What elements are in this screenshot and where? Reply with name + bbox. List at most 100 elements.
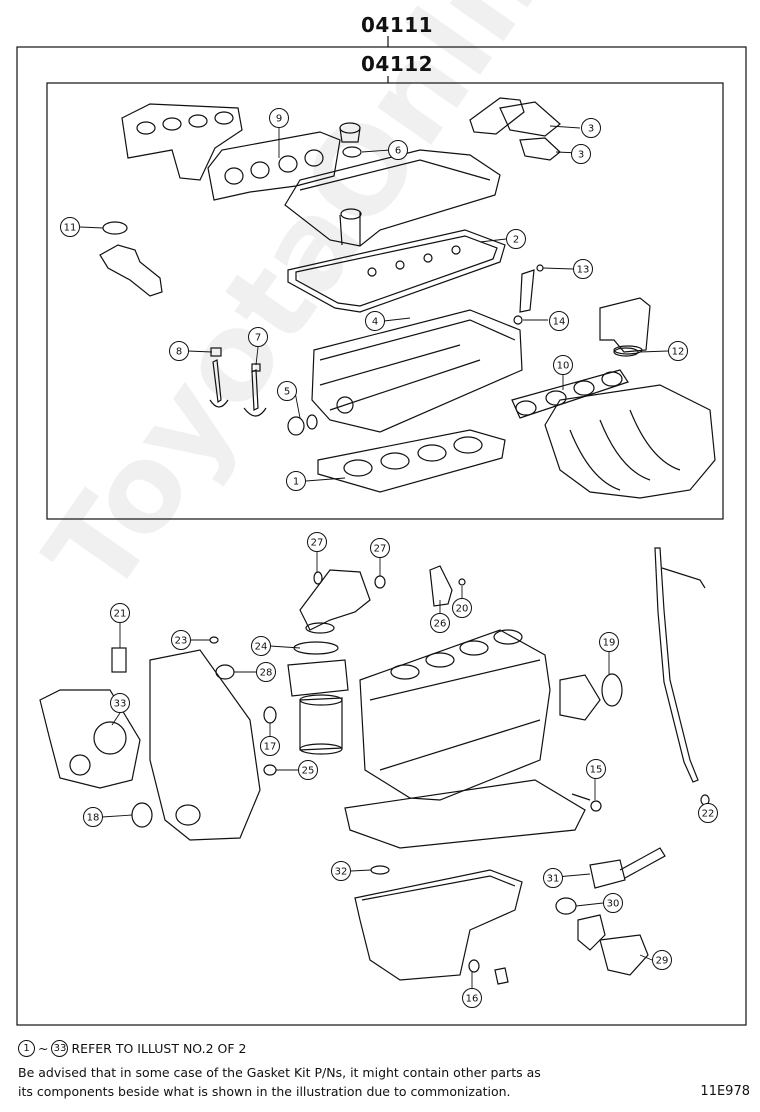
oring-27a — [313, 571, 323, 585]
callout-label: 18 — [87, 813, 100, 824]
cylinder-head-gasket — [317, 429, 506, 493]
water-pump — [39, 689, 141, 789]
oil-seal-18 — [131, 802, 153, 828]
callout-circle — [543, 868, 563, 888]
callout-circle — [603, 893, 623, 913]
callout-circle — [698, 803, 718, 823]
callout-circle — [586, 759, 606, 779]
inner-frame-04112 — [46, 82, 724, 520]
callout-label: 32 — [335, 867, 348, 878]
callout-11: 11 — [60, 217, 80, 237]
callout-label: 26 — [434, 619, 447, 630]
callout-circle — [553, 355, 573, 375]
cam-seal-2 — [306, 414, 318, 430]
callout-label: 29 — [656, 956, 669, 967]
callout-19: 19 — [599, 632, 619, 652]
callout-label: 20 — [456, 604, 469, 615]
callout-14: 14 — [549, 311, 569, 331]
illustration-code: 11E978 — [700, 1084, 750, 1099]
oring-25 — [263, 764, 277, 776]
exhaust-manifold-gasket — [207, 131, 341, 201]
callout-circle — [571, 144, 591, 164]
callout-circle — [83, 807, 103, 827]
callout-circle — [549, 311, 569, 331]
callout-30: 30 — [603, 893, 623, 913]
gasket-15 — [590, 800, 602, 812]
oil-cap-gasket — [342, 146, 362, 158]
gasket-29 — [599, 934, 649, 976]
callout-21: 21 — [110, 603, 130, 623]
gasket-21 — [111, 647, 127, 673]
oring-17 — [263, 706, 277, 724]
inner-kit-part-number: 04112 — [361, 52, 434, 76]
callout-17: 17 — [260, 736, 280, 756]
callout-9: 9 — [269, 108, 289, 128]
callout-label: 3 — [578, 150, 584, 161]
callout-label: 9 — [276, 114, 282, 125]
oil-pan-baffle — [344, 779, 586, 849]
callout-label: 15 — [590, 765, 603, 776]
callout-label: 30 — [607, 899, 620, 910]
callout-label: 21 — [114, 609, 127, 620]
vvt-gaskets — [469, 97, 561, 161]
callout-label: 5 — [284, 387, 290, 398]
callout-27: 27 — [307, 532, 327, 552]
callout-23: 23 — [171, 630, 191, 650]
oil-level-gauge-guide — [654, 547, 706, 783]
callout-circle — [256, 662, 276, 682]
water-outlet — [599, 297, 651, 355]
callout-label: 6 — [395, 146, 401, 157]
callout-1: 1 — [286, 471, 306, 491]
callout-label: 16 — [466, 994, 479, 1005]
callout-label: 14 — [553, 317, 566, 328]
rear-oil-seal-19 — [601, 673, 623, 707]
oil-cooler-pipe — [589, 847, 666, 889]
oring-20 — [458, 578, 466, 586]
callout-circle — [652, 950, 672, 970]
callout-12: 12 — [668, 341, 688, 361]
callout-label: 3 — [588, 124, 594, 135]
outer-frame-04111 — [16, 46, 747, 1026]
callout-circle — [269, 108, 289, 128]
cylinder-block — [359, 629, 551, 801]
callout-5: 5 — [277, 381, 297, 401]
callout-label: 11 — [64, 223, 77, 234]
callout-label: 27 — [311, 538, 324, 549]
water-outlet-gasket — [613, 347, 639, 357]
callout-circle — [599, 632, 619, 652]
callout-label: 8 — [176, 347, 182, 358]
callout-circle — [277, 381, 297, 401]
cylinder-head — [311, 309, 523, 433]
advice-line-1: Be advised that in some case of the Gask… — [18, 1065, 541, 1080]
drain-plug — [494, 967, 509, 985]
ref-start-callout: 1 — [18, 1040, 35, 1057]
callout-circle — [668, 341, 688, 361]
callout-circle — [581, 118, 601, 138]
callout-label: 12 — [672, 347, 685, 358]
callout-label: 27 — [374, 544, 387, 555]
callout-circle — [331, 861, 351, 881]
callout-15: 15 — [586, 759, 606, 779]
leader-lines — [79, 125, 708, 989]
oring-32 — [370, 865, 390, 875]
callout-33: 33 — [110, 693, 130, 713]
cylinder-head-cover — [284, 149, 501, 247]
ref-end-callout: 33 — [51, 1040, 69, 1057]
drain-bolt — [571, 793, 591, 801]
callout-circle — [110, 693, 130, 713]
callout-circle — [251, 636, 271, 656]
callout-label: 17 — [264, 742, 277, 753]
callout-18: 18 — [83, 807, 103, 827]
callout-circle — [506, 229, 526, 249]
callout-circle — [248, 327, 268, 347]
intake-manifold-gasket — [511, 369, 629, 419]
timing-chain-cover — [149, 649, 261, 841]
head-cover-gasket — [287, 229, 506, 313]
refer-note: 1 ~ 33 REFER TO ILLUST NO.2 OF 2 — [18, 1039, 246, 1058]
callout-7: 7 — [248, 327, 268, 347]
exhaust-pipe-gasket — [99, 221, 163, 297]
oil-pan — [354, 869, 523, 981]
exhaust-manifold — [121, 103, 243, 181]
callout-circle — [307, 532, 327, 552]
